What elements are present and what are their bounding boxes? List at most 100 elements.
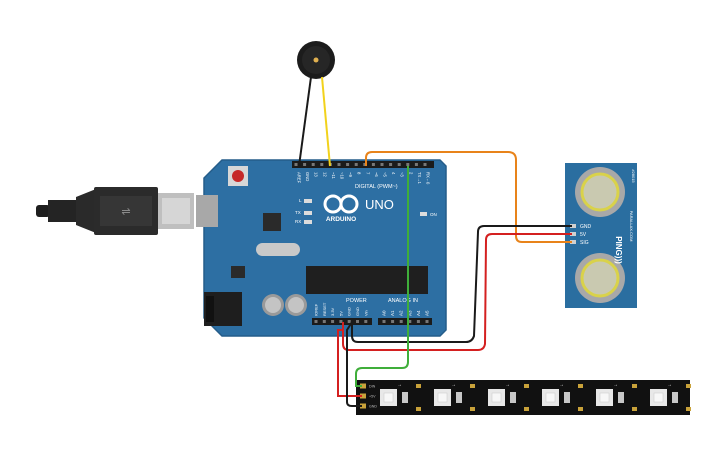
data-arrow-icon: → bbox=[667, 382, 672, 388]
analog-pin-socket[interactable] bbox=[408, 320, 412, 323]
buzzer-hole bbox=[313, 57, 319, 63]
analog-pin-socket[interactable] bbox=[416, 320, 420, 323]
usb-cable-end bbox=[36, 205, 50, 217]
digital-pin-socket[interactable] bbox=[354, 163, 358, 166]
digital-pin-label: ~9 bbox=[348, 172, 353, 177]
power-pin-socket[interactable] bbox=[339, 320, 343, 323]
reset-button[interactable] bbox=[232, 170, 244, 182]
power-pin-socket[interactable] bbox=[322, 320, 326, 323]
digital-pin-socket[interactable] bbox=[337, 163, 341, 166]
power-pin-socket[interactable] bbox=[347, 320, 351, 323]
strip-pad-label: GND bbox=[369, 405, 377, 409]
digital-pin-label: TX→1 bbox=[417, 172, 422, 185]
usb-cable-taper bbox=[76, 189, 96, 233]
piezo-buzzer[interactable] bbox=[297, 41, 335, 79]
data-arrow-icon: → bbox=[505, 382, 510, 388]
analog-pin-label: A5 bbox=[425, 310, 430, 316]
digital-pin-socket[interactable] bbox=[294, 163, 298, 166]
strip-cut-pad bbox=[632, 407, 637, 411]
wire-strip-gnd bbox=[346, 321, 362, 407]
capacitor-2-top bbox=[288, 297, 304, 313]
sensor-transducer-top-mesh bbox=[580, 172, 620, 212]
digital-pin-label: ~10 bbox=[340, 172, 345, 180]
sensor-pin[interactable] bbox=[570, 224, 576, 228]
led-l-label: L bbox=[299, 198, 302, 203]
logo-right-loop bbox=[339, 194, 359, 214]
digital-pin-label: ~11 bbox=[331, 172, 336, 179]
wire-buzzer-gnd bbox=[298, 76, 312, 167]
digital-pin-socket[interactable] bbox=[380, 163, 384, 166]
led-pixel-die bbox=[653, 392, 664, 403]
usb-plug-grip bbox=[100, 196, 152, 226]
data-arrow-icon: → bbox=[397, 382, 402, 388]
power-pin-label: RESET bbox=[322, 302, 327, 316]
usb-cable: ⇌ bbox=[36, 187, 194, 235]
power-pin-label: IOREF bbox=[314, 303, 319, 316]
analog-pin-socket[interactable] bbox=[382, 320, 386, 323]
strip-cut-pad bbox=[470, 407, 475, 411]
strip-pixels: →→→→→→ bbox=[380, 382, 691, 411]
wire-sensor-5v bbox=[342, 233, 572, 351]
power-pin-socket[interactable] bbox=[314, 320, 318, 323]
arduino-logo: ARDUINO UNO bbox=[323, 194, 394, 223]
crystal-oscillator bbox=[256, 243, 300, 256]
usb-cable-boot bbox=[48, 200, 78, 222]
usb-metal-inner bbox=[162, 198, 190, 224]
digital-pin-socket[interactable] bbox=[346, 163, 350, 166]
digital-pin-socket[interactable] bbox=[320, 163, 324, 166]
analog-label: ANALOG IN bbox=[388, 298, 418, 304]
strip-pad[interactable] bbox=[360, 393, 366, 399]
analog-pin-socket[interactable] bbox=[399, 320, 403, 323]
status-leds: L TX RX ON bbox=[295, 198, 437, 224]
digital-pin-socket[interactable] bbox=[363, 163, 367, 166]
digital-pin-socket[interactable] bbox=[406, 163, 410, 166]
digital-pin-socket[interactable] bbox=[389, 163, 393, 166]
digital-pin-socket[interactable] bbox=[397, 163, 401, 166]
power-pin-socket[interactable] bbox=[331, 320, 335, 323]
power-pin-socket[interactable] bbox=[364, 320, 368, 323]
strip-cut-pad bbox=[578, 407, 583, 411]
power-pin-label: 3.3V bbox=[330, 307, 335, 316]
power-jack-slot bbox=[206, 296, 214, 322]
power-pin-label: GND bbox=[347, 307, 352, 316]
sensor-name: PING))) bbox=[614, 236, 623, 264]
digital-pin-label: 7 bbox=[365, 172, 370, 175]
digital-pin-socket[interactable] bbox=[303, 163, 307, 166]
analog-pin-label: A3 bbox=[407, 310, 412, 316]
wire-sensor-gnd bbox=[351, 225, 572, 343]
digital-pin-socket[interactable] bbox=[371, 163, 375, 166]
sensor-pin[interactable] bbox=[570, 232, 576, 236]
digital-pin-label: AREF bbox=[297, 172, 302, 184]
led-resistor bbox=[618, 392, 624, 403]
atmega-chip bbox=[306, 266, 428, 294]
digital-header bbox=[292, 161, 434, 168]
led-resistor bbox=[402, 392, 408, 403]
digital-pin-label: 8 bbox=[357, 172, 362, 175]
analog-pin-socket[interactable] bbox=[391, 320, 395, 323]
digital-pin-socket[interactable] bbox=[311, 163, 315, 166]
strip-cut-pad bbox=[686, 407, 691, 411]
led-l bbox=[304, 199, 312, 203]
sensor-pin-label: SIG bbox=[580, 240, 589, 246]
power-pin-socket[interactable] bbox=[356, 320, 359, 323]
led-pixel-die bbox=[383, 392, 394, 403]
digital-pin-socket[interactable] bbox=[414, 163, 418, 166]
wires bbox=[298, 76, 572, 407]
sensor-pin[interactable] bbox=[570, 240, 576, 244]
wire-sensor-sig bbox=[365, 151, 572, 243]
arduino-uno-board[interactable]: ARDUINO UNO L TX RX ON DIGITAL (PWM~) PO… bbox=[196, 159, 447, 337]
led-pixel-die bbox=[437, 392, 448, 403]
led-rx bbox=[304, 220, 312, 224]
arduino-model-text: UNO bbox=[365, 197, 394, 212]
digital-pin-socket[interactable] bbox=[423, 163, 427, 166]
strip-pad[interactable] bbox=[360, 383, 366, 389]
sensor-part: #28015 bbox=[631, 169, 636, 183]
power-pin-label: Vin bbox=[363, 310, 368, 316]
analog-pin-socket[interactable] bbox=[425, 320, 429, 323]
strip-pad[interactable] bbox=[360, 403, 366, 409]
